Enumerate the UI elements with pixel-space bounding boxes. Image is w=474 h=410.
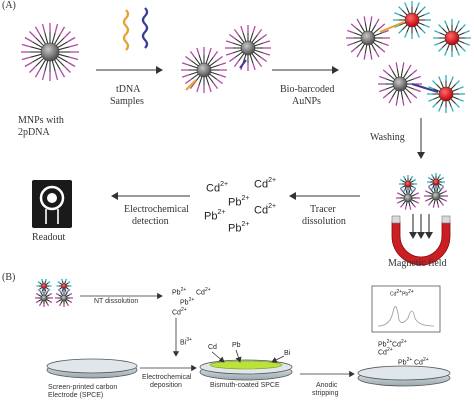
washing-label: Washing bbox=[370, 132, 405, 143]
spce-pb-label: Pb bbox=[232, 342, 241, 349]
nt-dissolution-label: NT dissolution bbox=[94, 298, 139, 305]
mnps-label-line2: 2pDNA bbox=[18, 127, 50, 138]
tracer-label-line2: dissolution bbox=[302, 216, 346, 227]
mnp-particle bbox=[181, 47, 227, 93]
right-ion-cd-2: Cd2+ bbox=[378, 347, 393, 357]
spce-label-line1: Screen-printed carbon bbox=[48, 384, 118, 391]
mnp-particle bbox=[378, 62, 422, 106]
bio-barcoded-label-line2: AuNPs bbox=[292, 96, 321, 107]
mnp-particle bbox=[35, 289, 53, 307]
anodic-label-line2: stripping bbox=[312, 390, 339, 397]
readout-label: Readout bbox=[32, 232, 66, 243]
inset-pb-label: Pb2+ bbox=[402, 289, 414, 298]
aunp-particle bbox=[433, 19, 471, 57]
stripped-spce-disk bbox=[357, 365, 451, 387]
voltammogram-inset bbox=[371, 285, 441, 333]
mnp-particle bbox=[21, 23, 79, 81]
aunp-particle bbox=[427, 173, 445, 191]
right-ion-pb-2: Pb2+ bbox=[398, 357, 413, 367]
inset-cd-label: Cd2+ bbox=[390, 289, 403, 298]
tdna-strands bbox=[122, 7, 149, 51]
deposition-label-line1: Electrochemical bbox=[142, 374, 192, 381]
mnp-particle bbox=[225, 25, 271, 71]
ion-pb-2: Pb2+ bbox=[204, 209, 226, 223]
ion-cd-3: Cd2+ bbox=[254, 203, 277, 217]
bismuth-spce-label: Bismuth-coated SPCE bbox=[210, 382, 280, 389]
aunp-particle bbox=[427, 75, 465, 113]
bi-ion-label: Bi3+ bbox=[180, 337, 192, 347]
spce-label-line2: Electrode (SPCE) bbox=[48, 392, 104, 399]
tdna-label-line1: tDNA bbox=[116, 84, 141, 95]
sandwich-complex-cluster bbox=[346, 1, 471, 113]
mnp-particle bbox=[55, 289, 73, 307]
mnp-with-probes-particle bbox=[21, 23, 79, 81]
aunp-particle bbox=[36, 278, 52, 294]
electro-label-line1: Electrochemical bbox=[124, 204, 189, 215]
b-ion-pb-2: Pb2+ bbox=[180, 297, 195, 307]
ion-cd-2: Cd2+ bbox=[254, 177, 277, 191]
ion-pb-3: Pb2+ bbox=[228, 221, 250, 235]
right-ion-cd-3: Cd2+ bbox=[414, 357, 429, 367]
mnp-particle bbox=[424, 184, 448, 208]
b-ion-pb-1: Pb2+ bbox=[172, 287, 187, 297]
magnet-icon bbox=[391, 214, 451, 266]
magnetic-field-label: Magnetic field bbox=[388, 258, 447, 269]
readout-electrode-icon bbox=[32, 180, 72, 228]
mnp-particle bbox=[396, 186, 420, 210]
b-ion-cd-1: Cd2+ bbox=[196, 287, 211, 297]
tracer-label-line1: Tracer bbox=[310, 204, 336, 215]
aunp-particle bbox=[393, 1, 431, 39]
tdna-label-line2: Samples bbox=[110, 96, 144, 107]
anodic-label-line1: Anodic bbox=[316, 382, 338, 389]
b-ion-cd-2: Cd2+ bbox=[172, 307, 187, 317]
panel-b-letter: (B) bbox=[2, 272, 16, 283]
right-ion-cd-1: Cd2+ bbox=[392, 339, 407, 349]
captured-complexes bbox=[396, 173, 448, 210]
ion-pb-1: Pb2+ bbox=[228, 195, 250, 209]
aunp-particle bbox=[56, 278, 72, 294]
spce-cd-label: Cd bbox=[208, 344, 217, 351]
bio-barcoded-label-line1: Bio-barcoded bbox=[280, 84, 335, 95]
electro-label-line2: detection bbox=[132, 216, 169, 227]
bismuth-coated-spce-disk bbox=[199, 349, 293, 381]
panel-a-letter: (A) bbox=[2, 0, 16, 11]
mnps-label-line1: MNPs with bbox=[18, 115, 64, 126]
ion-cd-1: Cd2+ bbox=[206, 181, 229, 195]
panel-b-complexes bbox=[35, 278, 73, 307]
spce-bi-label: Bi bbox=[284, 350, 291, 357]
spce-disk bbox=[46, 358, 138, 379]
deposition-label-line2: deposition bbox=[150, 382, 182, 389]
aunp-particle bbox=[399, 175, 417, 193]
right-ion-pb-1: Pb2+ bbox=[378, 339, 393, 349]
hybridized-mnp-cluster bbox=[181, 25, 271, 93]
mnp-particle bbox=[346, 16, 390, 60]
